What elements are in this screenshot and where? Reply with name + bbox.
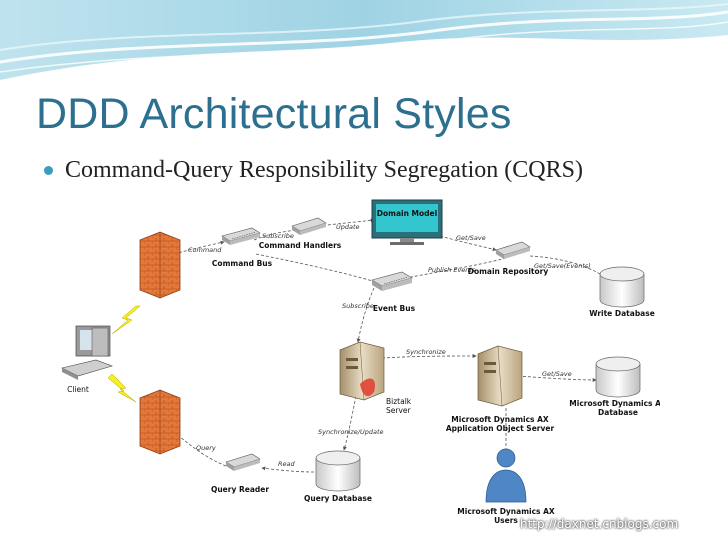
query-database-label: Query Database [304,494,372,503]
query-reader-node: Query Reader [211,453,269,494]
bullet-text: Command-Query Responsibility Segregation… [65,157,583,183]
edge-label-get-save-ax: Get/Save [542,370,572,378]
domain-model-node: Domain Model [371,199,443,245]
edge-label-read: Read [278,460,295,468]
edge-label-update: Update [336,223,360,231]
edge-label-get-save-events: Get/Save(Events) [534,262,591,270]
domain-repository-node: Domain Repository [468,241,549,276]
header-wave-decoration [0,0,728,90]
edge-get-save-ax [517,375,597,382]
edge-label-get-save: Get/Save [456,234,486,242]
watermark-url: http://daxnet.cnblogs.com [520,517,679,531]
edge-update [317,218,375,227]
ax-users-label-line2: Users [494,516,518,525]
domain-repository-label: Domain Repository [468,267,549,276]
lightning-top-icon [111,305,141,335]
client-label: Client [67,385,89,394]
edge-synchronize-update [342,395,357,451]
command-handlers-label: Command Handlers [259,241,342,250]
edge-publish-events [405,257,507,280]
command-handlers-node: Command Handlers [259,217,342,250]
ax-aos-label-line1: Microsoft Dynamics AX [451,415,549,424]
ax-database-label-line1: Microsoft Dynamics AX [569,399,660,408]
ax-aos-node: Microsoft Dynamics AX Application Object… [446,345,555,433]
bullet-item: Command-Query Responsibility Segregation… [44,157,583,184]
write-database-node: Write Database [589,266,655,318]
edge-label-synchronize-update: Synchronize/Update [318,428,384,436]
edge-label-subscribe-bus: Subscribe [342,302,374,310]
firewall-top-icon [139,231,181,299]
command-bus-label: Command Bus [212,259,273,268]
biztalk-label-line1: Biztalk [386,397,412,406]
biztalk-server-node: Biztalk Server [339,341,412,415]
ax-users-label-line1: Microsoft Dynamics AX [457,507,555,516]
bullet-dot-icon [44,166,53,175]
ax-database-label-line2: Database [598,408,638,417]
slide-title: DDD Architectural Styles [36,90,512,138]
query-reader-label: Query Reader [211,485,269,494]
write-database-label: Write Database [589,309,655,318]
cqrs-diagram: Command Subscribe Update Get/Save Publis… [56,196,660,534]
lightning-bottom-icon [107,373,137,403]
command-bus-node: Command Bus [212,227,273,268]
query-database-node: Query Database [304,450,372,503]
cqrs-diagram-svg: Command Subscribe Update Get/Save Publis… [61,199,660,525]
event-bus-label: Event Bus [373,304,416,313]
client-workstation-icon: Client [61,325,113,394]
edge-subscribe-bus [356,287,375,343]
edge-label-publish-events: Publish Events [428,266,476,274]
ax-aos-label-line2: Application Object Server [446,424,555,433]
ax-users-node: Microsoft Dynamics AX Users [457,448,555,525]
edge-label-command: Command [188,246,222,254]
firewall-bottom-icon [139,389,181,455]
edge-label-query: Query [196,444,216,452]
edge-label-synchronize: Synchronize [406,348,446,356]
edge-bus-link [255,253,377,283]
event-bus-node: Event Bus [371,271,416,313]
edge-get-save [439,235,497,252]
edge-synchronize [381,354,477,359]
edge-label-subscribe-top: Subscribe [262,232,294,240]
ax-database-node: Microsoft Dynamics AX Database [569,356,660,417]
biztalk-label-line2: Server [386,406,412,415]
edge-read [261,466,315,473]
edge-subscribe-top [253,229,297,241]
domain-model-label: Domain Model [377,209,437,218]
